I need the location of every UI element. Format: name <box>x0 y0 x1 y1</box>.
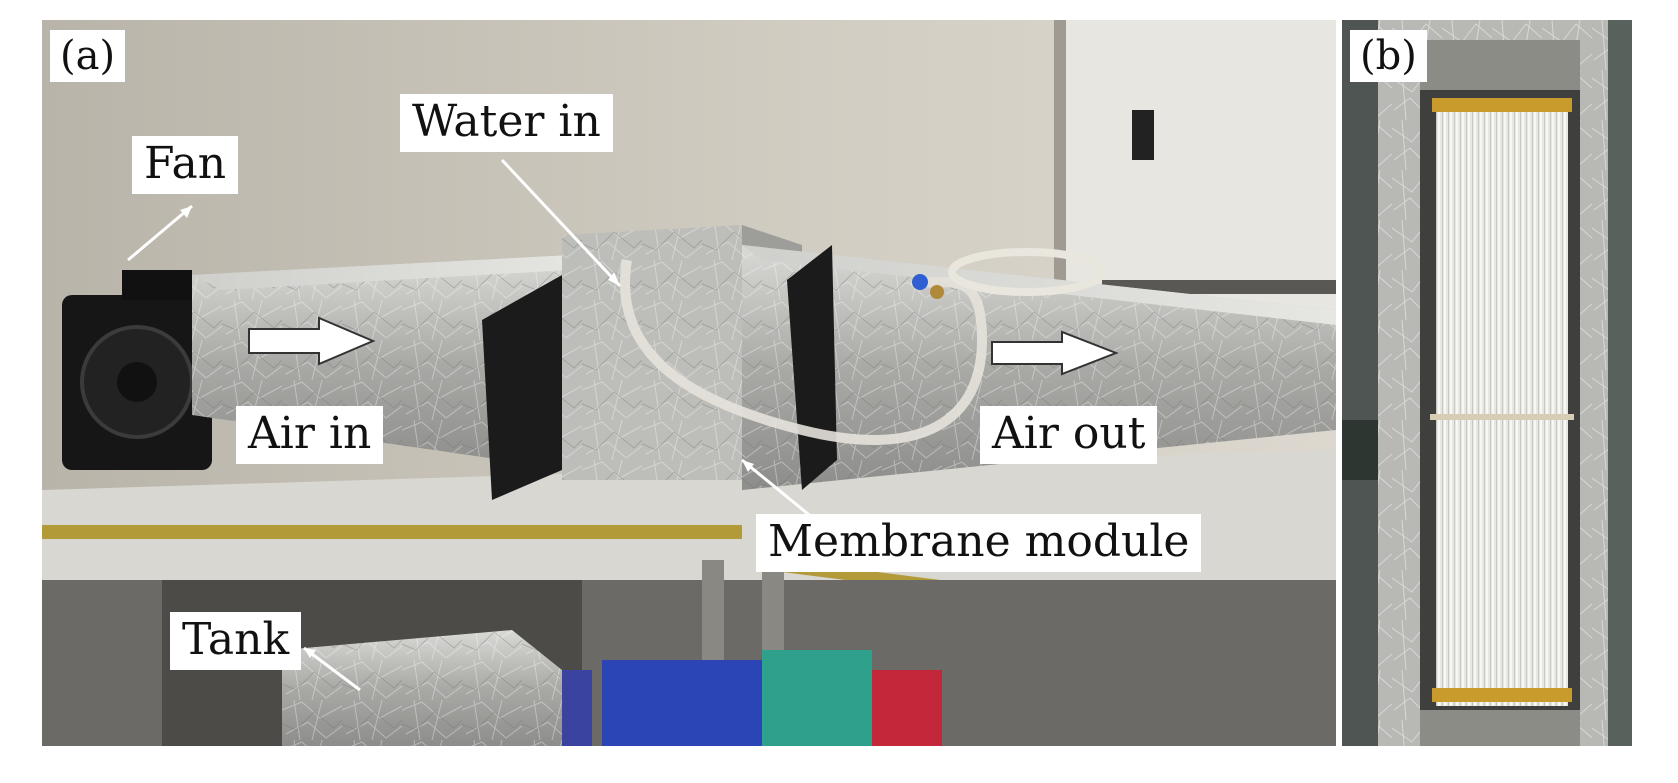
fan-label: Fan <box>132 136 239 194</box>
water-in-label: Water in <box>400 94 613 152</box>
air-out-label: Air out <box>980 406 1158 464</box>
tank-label: Tank <box>170 612 302 670</box>
air-in-direction-arrow <box>248 316 376 366</box>
panel-b-letter: (b) <box>1350 30 1427 82</box>
photo-panel-b: (b) <box>1342 20 1632 746</box>
membrane-module-label: Membrane module <box>756 514 1202 572</box>
panel-a-letter: (a) <box>50 30 126 82</box>
photo-panel-a: (a) Fan Water in Air in Air out Membrane… <box>42 20 1336 746</box>
air-in-label: Air in <box>236 406 384 464</box>
membrane-closeup-photo <box>1342 20 1632 746</box>
air-out-direction-arrow <box>991 330 1119 376</box>
